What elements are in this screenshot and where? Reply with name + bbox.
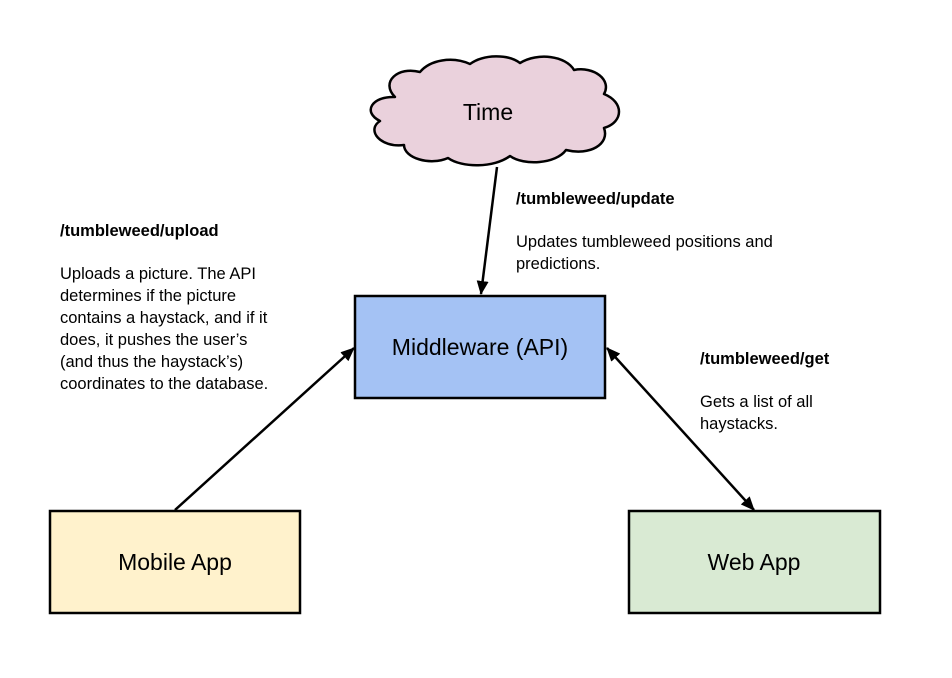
get-endpoint-title: /tumbleweed/get — [700, 350, 830, 368]
update-endpoint-title: /tumbleweed/update — [516, 190, 675, 208]
time-cloud-node: Time — [369, 55, 621, 167]
web-app-label: Web App — [708, 549, 801, 575]
upload-endpoint-description: Uploads a picture. The API determines if… — [60, 265, 269, 393]
time-label: Time — [463, 99, 513, 125]
middleware-label: Middleware (API) — [392, 334, 568, 360]
get-endpoint-note: /tumbleweed/get Gets a list of all hayst… — [700, 348, 860, 435]
middleware-box — [353, 294, 607, 400]
time-to-middleware-arrow — [476, 166, 499, 295]
mobile-to-middleware-arrow — [174, 347, 355, 511]
middleware-web-bidirectional-arrow — [606, 347, 755, 511]
web-app-box — [627, 509, 882, 615]
web-app-node: Web App — [627, 509, 882, 615]
get-endpoint-description: Gets a list of all haystacks. — [700, 393, 813, 433]
upload-endpoint-note: /tumbleweed/upload Uploads a picture. Th… — [60, 220, 310, 395]
time-cloud-shape — [369, 55, 621, 167]
update-endpoint-description: Updates tumbleweed positions and predict… — [516, 233, 773, 273]
upload-endpoint-title: /tumbleweed/upload — [60, 222, 219, 240]
middleware-node: Middleware (API) — [353, 294, 607, 400]
mobile-app-box — [48, 509, 302, 615]
mobile-app-label: Mobile App — [118, 549, 232, 575]
mobile-app-node: Mobile App — [48, 509, 302, 615]
update-endpoint-note: /tumbleweed/update Updates tumbleweed po… — [516, 188, 826, 275]
